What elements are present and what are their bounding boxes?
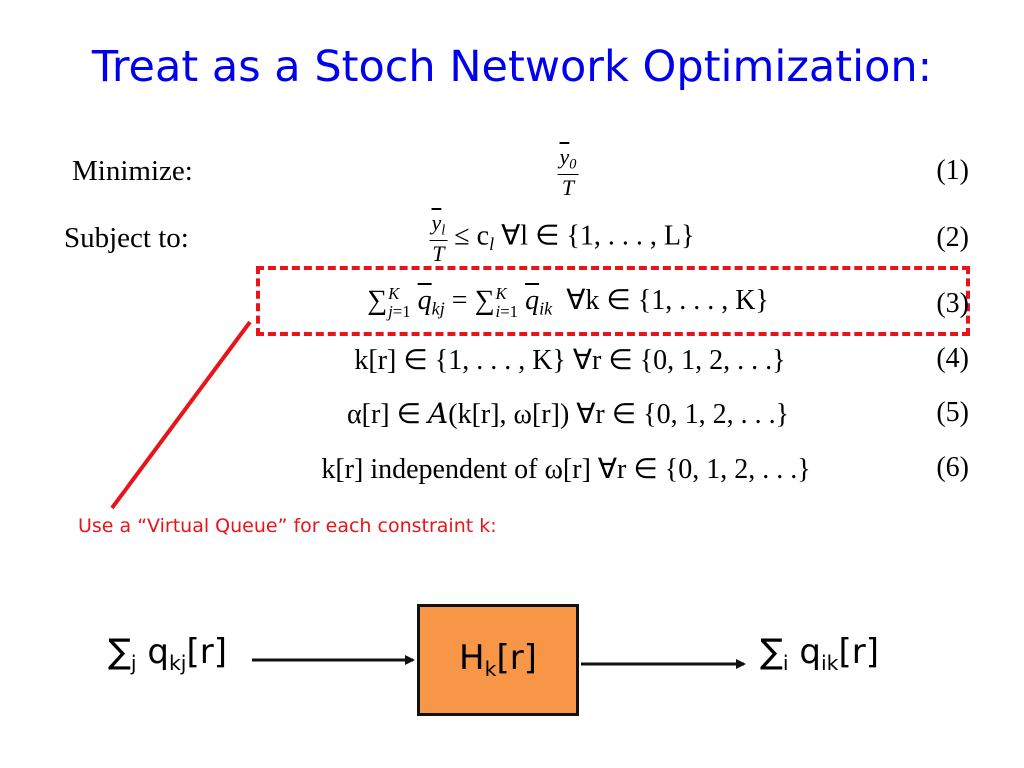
constraint-5-tail: (k[r], ω[r]) ∀r ∈ {0, 1, 2, . . .} [448,399,790,430]
constraint-5-text: α[r] ∈ [346,399,429,430]
constraint-3-text: ∀k ∈ {1, . . . , K} [566,285,769,316]
constraint-highlight-box [256,266,970,336]
constraint-4: k[r] ∈ {1, . . . , K} ∀r ∈ {0, 1, 2, . .… [354,345,786,376]
eq-number-3: (3) [936,288,969,319]
constraint-5: α[r] ∈ A(k[r], ω[r]) ∀r ∈ {0, 1, 2, . . … [346,397,790,430]
constraint-2-text: ≤ c [454,220,490,252]
page-title: Treat as a Stoch Network Optimization: [91,42,933,92]
eq-number-6: (6) [936,452,969,483]
eq-number-5: (5) [936,397,969,428]
virtual-queue-note: Use a “Virtual Queue” for each constrain… [78,515,497,537]
eq-number-2: (2) [936,222,969,253]
input-sum-label: ∑j qkj[r] [108,632,227,676]
queue-label-sub: k [484,657,497,682]
input-sum-text: qkj[r] [147,632,227,676]
output-sum-text: qik[r] [799,632,879,676]
virtual-queue-box: Hk[r] [417,604,579,716]
constraint-2-tail: ∀l ∈ {1, . . . , L} [494,220,695,252]
queue-label: H [459,638,485,679]
eq-number-1: (1) [936,155,969,186]
objective-expression: y0 T [557,144,579,200]
subject-to-label: Subject to: [64,222,189,254]
queue-label-tail: [r] [496,638,537,679]
minimize-label: Minimize: [72,155,193,187]
output-sum-label: ∑i qik[r] [760,632,879,676]
constraint-6: k[r] independent of ω[r] ∀r ∈ {0, 1, 2, … [321,454,811,485]
constraint-2: yl T ≤ cl ∀l ∈ {1, . . . , L} [429,210,695,266]
eq-number-4: (4) [936,343,969,374]
callout-pointer-line [110,320,252,510]
